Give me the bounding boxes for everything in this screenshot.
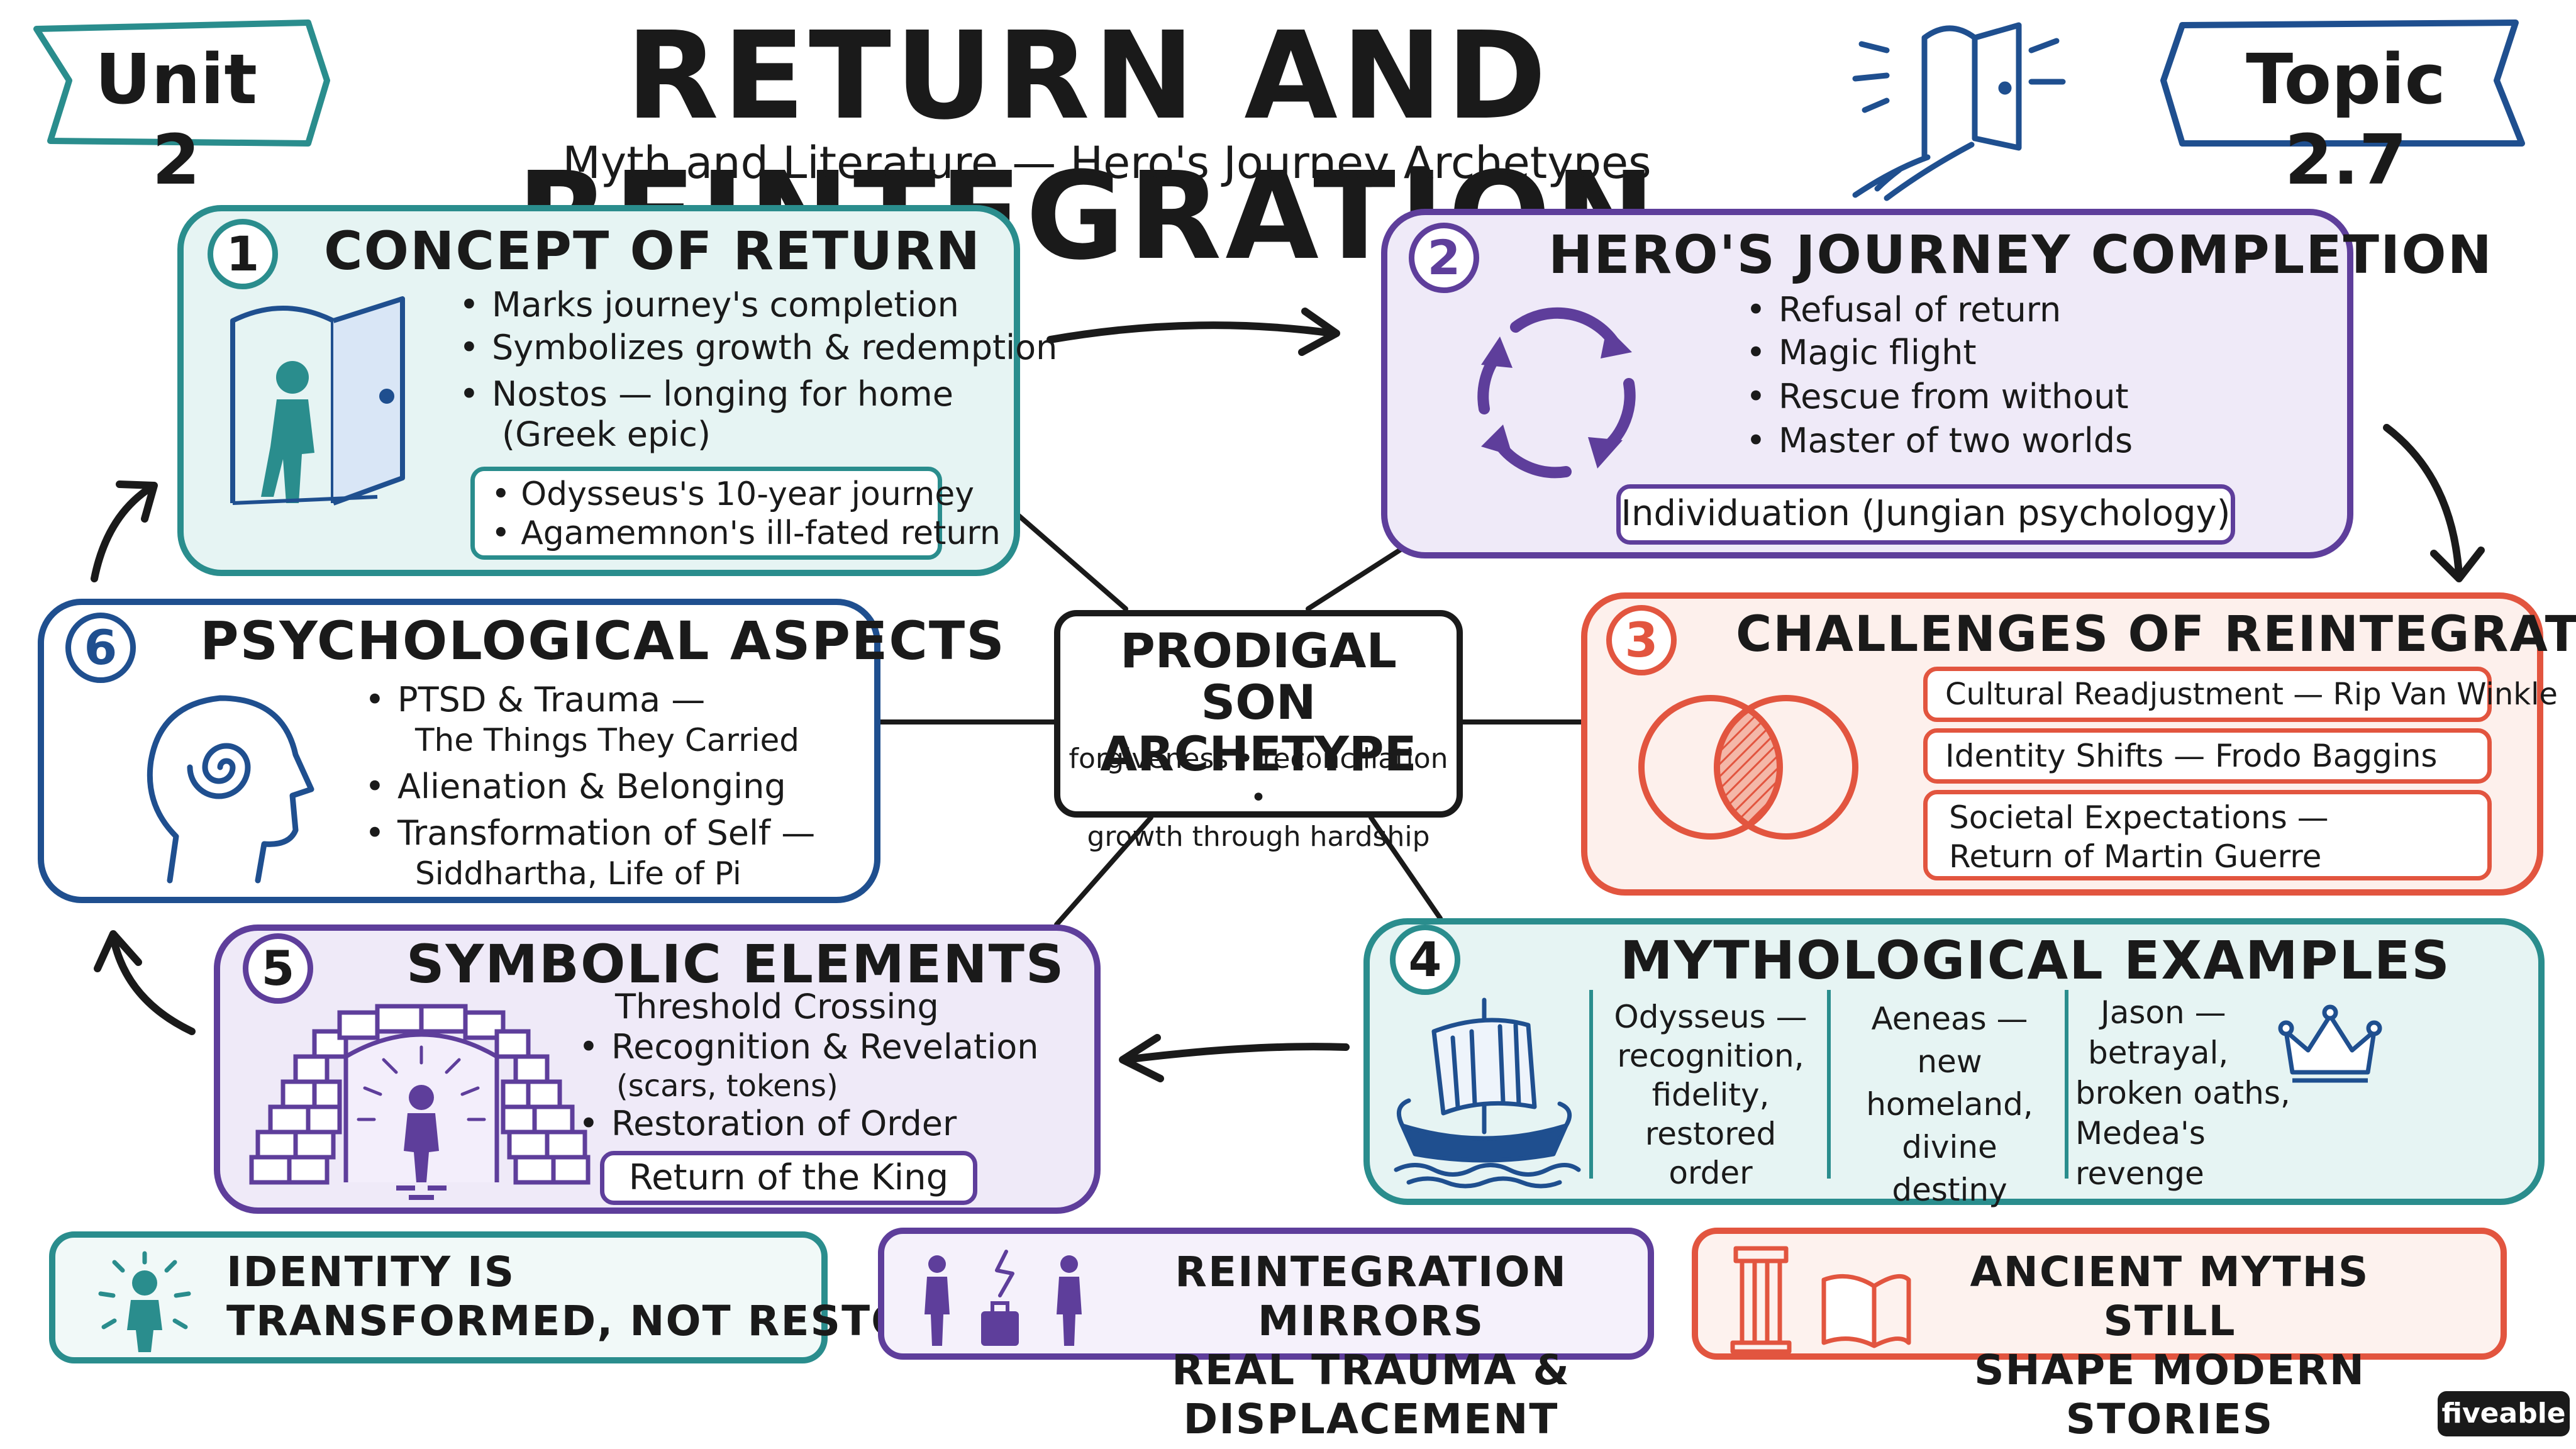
panel-2-number: 2 (1409, 223, 1479, 293)
viking-ship-icon (1394, 997, 1581, 1189)
p1-bullet-1: •Marks journey's completion (459, 285, 959, 325)
p1-bullet-2: •Symbolizes growth & redemption (459, 328, 1058, 367)
door-path-icon (1852, 22, 2066, 201)
p6-bullet-3: •Transformation of Self — (365, 813, 816, 853)
p6-bullet-2: •Alienation & Belonging (365, 767, 786, 806)
panel-3-title: CHALLENGES OF REINTEGRATION (1736, 606, 2576, 663)
venn-diagram-icon (1638, 695, 1858, 840)
column-book-icon (1730, 1246, 1911, 1354)
head-spiral-icon (147, 695, 314, 884)
travelers-luggage-icon (924, 1250, 1082, 1346)
p5-bullet-1-cont: (scars, tokens) (616, 1069, 838, 1104)
p6-bullet-1: •PTSD & Trauma — (365, 680, 706, 719)
crown-icon (2278, 1004, 2382, 1083)
p5-bullet-1: •Recognition & Revelation (579, 1027, 1039, 1067)
panel-4-number: 4 (1390, 924, 1460, 995)
center-prodigal-son-node: PRODIGAL SON ARCHETYPE forgiveness • rec… (1054, 610, 1463, 853)
takeaway-reintegration (878, 1228, 1654, 1360)
p5-threshold-crossing: Threshold Crossing (615, 987, 939, 1026)
p3-cultural-readjustment-box: Cultural Readjustment — Rip Van Winkle (1923, 667, 2558, 722)
p2-individuation-box: Individuation (Jungian psychology) (1616, 484, 2235, 545)
p5-return-of-king-box: Return of the King (600, 1151, 977, 1205)
panel-1-title: CONCEPT OF RETURN (324, 220, 982, 282)
center-title: PRODIGAL SON ARCHETYPE (1100, 623, 1417, 782)
p2-bullet-4: •Master of two worlds (1746, 421, 2133, 460)
page-subtitle: Myth and Literature — Hero's Journey Arc… (562, 137, 1652, 189)
threshold-gate-icon (249, 1004, 591, 1200)
unit-tag-shape (33, 19, 330, 147)
topic-tag: Topic 2.7 (2246, 39, 2446, 200)
column-dividers (1589, 990, 2068, 1179)
p3-identity-shifts-box: Identity Shifts — Frodo Baggins (1923, 728, 2492, 784)
panel-5-title: SYMBOLIC ELEMENTS (406, 933, 1065, 995)
panel-6-title: PSYCHOLOGICAL ASPECTS (200, 610, 1006, 672)
open-door-icon (230, 296, 405, 506)
p6-bullet-3-cont: Siddhartha, Life of Pi (415, 855, 741, 892)
p1-bullet-3-cont: (Greek epic) (502, 414, 711, 454)
panel-3-number: 3 (1606, 605, 1677, 675)
center-subtitle: forgiveness • reconciliation • growth th… (1069, 743, 1448, 853)
panel-5-number: 5 (243, 933, 313, 1004)
p2-bullet-3: •Rescue from without (1746, 377, 2129, 416)
panel-6-number: 6 (65, 613, 136, 683)
p4-col-aeneas: Aeneas —new homeland,divine destiny (1866, 1001, 2033, 1208)
panel-psychological-aspects (38, 599, 880, 903)
person-radiating-icon (98, 1251, 191, 1352)
takeaway-identity (49, 1231, 828, 1363)
p4-col-odysseus: Odysseus —recognition,fidelity,restored … (1614, 999, 1807, 1191)
p4-col-jason: Jason —betrayal,broken oaths,Medea's rev… (2075, 994, 2290, 1192)
p2-bullet-2: •Magic flight (1746, 333, 1977, 372)
topic-tag-shape (2160, 19, 2525, 147)
p5-bullet-2: •Restoration of Order (579, 1104, 957, 1143)
p1-examples-box: • Odysseus's 10-year journey • Agamemnon… (470, 467, 1001, 560)
p1-bullet-3: •Nostos — longing for home (459, 374, 953, 414)
panel-2-title: HERO'S JOURNEY COMPLETION (1548, 224, 2493, 286)
fiveable-logo: fiveable (2438, 1391, 2570, 1436)
panel-4-title: MYTHOLOGICAL EXAMPLES (1620, 930, 2451, 991)
panel-1-number: 1 (208, 219, 278, 289)
p3-societal-expectations-box: Societal Expectations — Return of Martin… (1923, 790, 2492, 880)
unit-tag: Unit 2 (95, 39, 257, 200)
cycle-arrows-icon (1477, 307, 1636, 479)
p6-bullet-1-cont: The Things They Carried (415, 722, 800, 758)
p2-bullet-1: •Refusal of return (1746, 290, 2062, 330)
